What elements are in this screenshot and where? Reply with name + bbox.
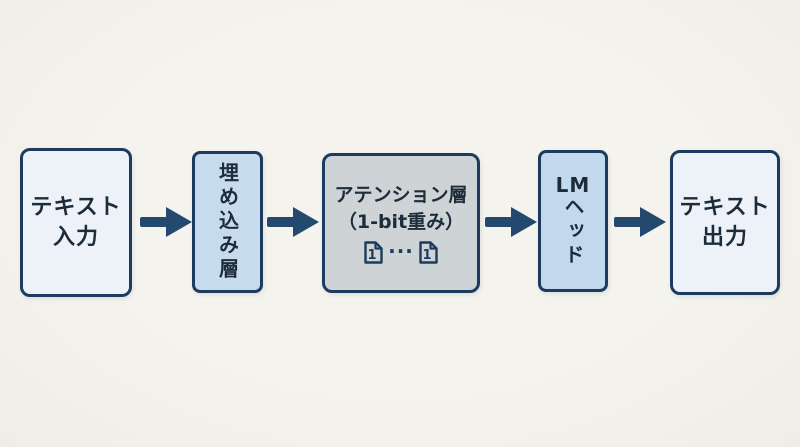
flow-arrow [614,207,666,237]
flow-arrow [485,207,537,237]
arrow-head-shape [640,207,666,237]
document-1bit-icon: 1 [364,241,383,264]
arrow-head-shape [511,207,537,237]
node-label-line: アテンション層 [334,183,468,206]
ellipsis-dots: ··· [388,238,414,263]
one-bit-digit: 1 [422,248,431,263]
node-label-line: （1-bit重み） [337,210,465,233]
node-label-vertical: ヘッド [561,196,585,268]
node-attention-layer: アテンション層 （1-bit重み） 1 ··· 1 [322,153,480,293]
one-bit-digit: 1 [368,248,377,263]
document-1bit-icon: 1 [419,241,438,264]
arrow-shaft-shape [140,217,168,227]
node-label-line: 入力 [52,224,99,250]
flow-arrow [140,207,192,237]
node-embedding-layer: 埋め込み層 [192,151,263,293]
arrow-shaft-shape [614,217,642,227]
arrow-head-shape [293,207,319,237]
arrow-shaft-shape [267,217,295,227]
weight-icons-row: 1 ··· 1 [364,241,438,264]
node-label-line: テキスト [30,194,122,220]
node-label-vertical: 埋め込み層 [215,162,240,282]
node-label-line: テキスト [679,194,771,220]
arrow-head-shape [166,207,192,237]
node-text-input: テキスト 入力 [20,148,132,297]
node-text-output: テキスト 出力 [670,150,780,295]
flow-arrow [267,207,319,237]
node-label-latin: LM [555,173,591,197]
node-lm-head: LM ヘッド [538,150,608,292]
node-label-line: 出力 [701,224,748,250]
arrow-shaft-shape [485,217,513,227]
